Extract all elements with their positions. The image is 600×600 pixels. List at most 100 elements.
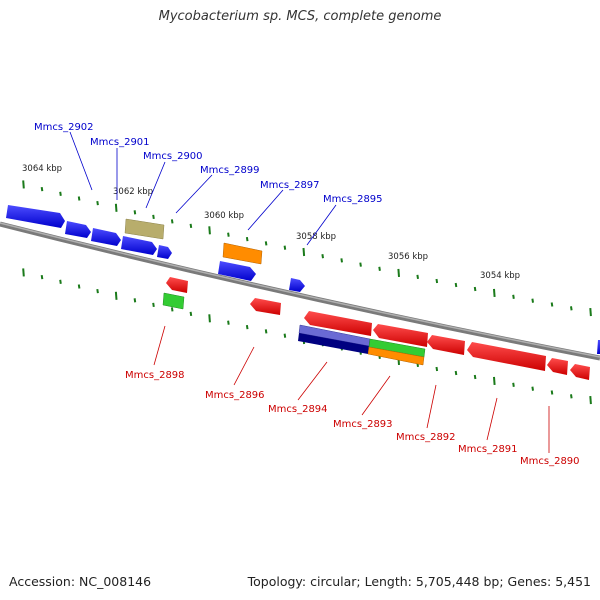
minor-tick [152,214,155,220]
minor-tick [321,254,324,259]
scale-label: 3062 kbp [113,187,153,197]
gene-label-reverse: Mmcs_2894 [268,404,328,415]
gene-arrow[interactable] [570,364,590,380]
minor-tick [170,219,174,224]
minor-tick [435,366,439,372]
minor-tick [359,262,362,267]
major-tick [208,314,211,323]
minor-tick [152,302,155,308]
accession-text: Accession: NC_008146 [9,574,152,589]
gene-box-olive[interactable] [124,218,165,240]
minor-tick [512,382,515,387]
major-tick [22,268,25,277]
scale-label: 3056 kbp [388,252,428,262]
gene-box-orange[interactable] [367,346,425,366]
minor-tick [473,286,477,292]
gene-label-forward: Mmcs_2902 [34,122,94,133]
gene-arrow[interactable] [467,342,546,371]
major-tick [302,247,306,257]
minor-tick [264,329,268,334]
gene-arrow[interactable] [166,277,188,293]
scale-label: 3060 kbp [204,211,244,221]
major-tick [589,396,592,405]
gene-arrow[interactable] [91,228,121,246]
gene-arrow[interactable] [65,221,91,238]
major-tick [22,180,25,189]
gene-label-forward: Mmcs_2901 [90,137,150,148]
minor-tick [570,394,573,399]
forward-label-leaders [69,131,337,246]
minor-tick [454,282,458,288]
topology-summary: Topology: circular; Length: 5,705,448 bp… [247,574,591,589]
minor-tick [189,311,193,317]
minor-tick [77,284,81,289]
genome-title: Mycobacterium sp. MCS, complete genome [158,9,442,24]
major-tick [114,203,118,212]
gene-arrow[interactable] [289,278,305,292]
minor-tick [340,258,343,263]
minor-tick [531,386,534,391]
reverse-strand-genes [162,277,590,380]
scale-label: 3054 kbp [480,271,520,281]
gene-arrow[interactable] [597,340,600,354]
minor-tick [227,232,230,237]
minor-tick [570,306,573,311]
gene-label-reverse: Mmcs_2898 [125,370,185,381]
gene-arrow[interactable] [6,205,65,228]
gene-arrow[interactable] [250,298,281,315]
minor-tick [77,196,81,201]
major-tick [493,288,496,297]
minor-tick [550,390,554,395]
reverse-label-leaders [153,325,550,453]
minor-tick [454,370,458,376]
minor-tick [550,302,554,307]
minor-tick [96,288,99,294]
gene-label-reverse: Mmcs_2890 [520,456,580,467]
major-tick [114,291,118,300]
minor-tick [133,298,137,303]
gene-label-forward: Mmcs_2895 [323,194,383,205]
gene-label-reverse: Mmcs_2893 [333,419,393,430]
gene-arrow[interactable] [218,261,256,281]
major-tick [589,308,592,317]
minor-tick [473,374,477,380]
gene-label-reverse: Mmcs_2892 [396,432,456,443]
minor-tick [170,307,174,312]
minor-tick [283,333,287,338]
gene-box-green[interactable] [162,292,185,310]
minor-tick [59,279,62,284]
gene-label-reverse: Mmcs_2896 [205,390,265,401]
minor-tick [416,274,419,280]
minor-tick [531,298,534,303]
scale-label: 3064 kbp [22,164,62,174]
gene-arrow[interactable] [373,324,428,347]
major-tick [493,376,496,385]
gene-box-orange[interactable] [222,242,263,265]
minor-tick [245,324,249,330]
gene-label-forward: Mmcs_2900 [143,151,203,162]
minor-tick [227,320,230,325]
minor-tick [435,278,439,284]
gene-label-reverse: Mmcs_2891 [458,444,518,455]
gene-box-navy[interactable] [298,333,369,354]
minor-tick [59,191,62,196]
minor-tick [245,236,249,242]
major-tick [397,268,400,277]
gene-arrow[interactable] [547,358,568,375]
minor-tick [96,200,99,206]
scale-label: 3058 kbp [296,232,336,242]
tick-marks-inner [22,268,592,405]
gene-label-forward: Mmcs_2899 [200,165,260,176]
major-tick [208,226,211,235]
gene-arrow[interactable] [427,335,465,355]
minor-tick [40,274,44,280]
minor-tick [264,241,268,246]
genome-backbone [0,221,600,361]
gene-arrow[interactable] [157,245,172,259]
minor-tick [378,266,381,271]
gene-arrow[interactable] [121,236,157,255]
minor-tick [133,210,137,215]
gene-arrow[interactable] [304,311,372,336]
minor-tick [40,186,44,192]
